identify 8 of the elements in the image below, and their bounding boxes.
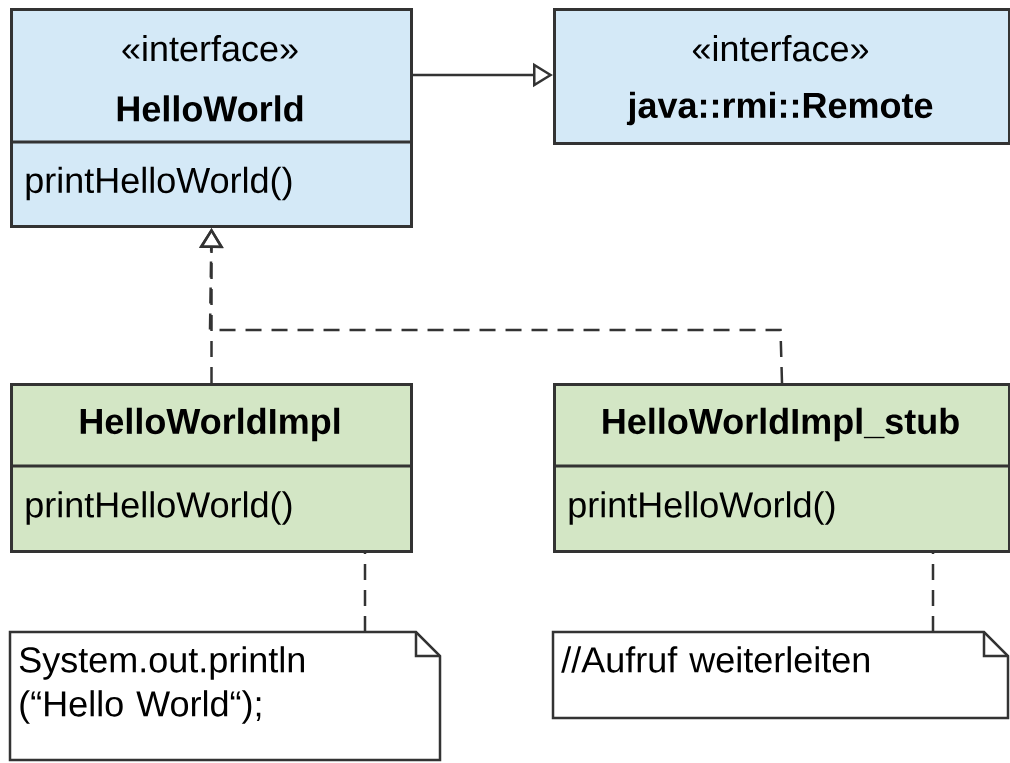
connector: [363, 553, 367, 632]
class-box: «interface» java::rmi::Remote: [553, 8, 1010, 145]
connector: [931, 553, 935, 632]
class-box: «interface» HelloWorld printHelloWorld(): [10, 8, 413, 228]
note-box: //Aufruf weiterleiten: [551, 630, 1010, 720]
note-box: System.out.println (“Hello World“);: [8, 630, 442, 762]
class-box: HelloWorldImpl printHelloWorld(): [10, 383, 413, 553]
class-box: HelloWorldImpl_stub printHelloWorld(): [553, 383, 1010, 553]
